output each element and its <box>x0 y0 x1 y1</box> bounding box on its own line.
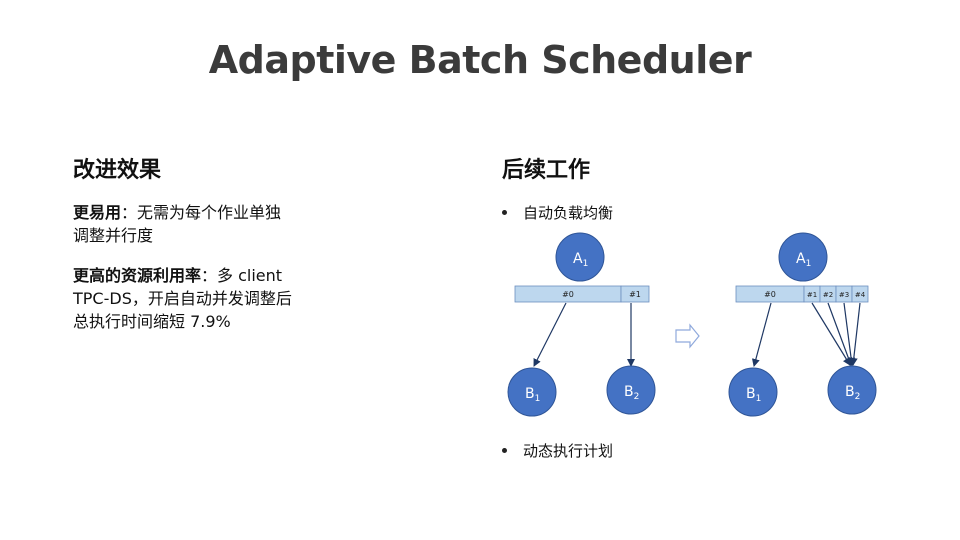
edge-seg3-to-b2-right <box>843 302 856 366</box>
bullet-dot-icon <box>502 210 507 215</box>
node-b2-left-label: B2 <box>624 384 639 402</box>
resource-text-1: ：多 client <box>201 266 283 285</box>
segment-4-right-label: #4 <box>855 291 866 299</box>
node-a1-left-label: A1 <box>573 251 588 269</box>
paragraph-resource-utilization: 更高的资源利用率：多 client TPC-DS，开启自动并发调整后 总执行时间… <box>73 264 292 333</box>
ease-text-1: ：无需为每个作业单独 <box>121 203 282 222</box>
segment-0-right-label: #0 <box>764 290 776 299</box>
bullet-dynamic-plan-text: 动态执行计划 <box>523 442 614 460</box>
segment-3-right-label: #3 <box>839 291 849 299</box>
node-b2-right-label: B2 <box>845 384 860 402</box>
partition-segment-4-right <box>851 285 869 303</box>
node-b1-left <box>507 367 557 417</box>
ease-text-2: 调整并行度 <box>73 226 154 245</box>
resource-bold: 更高的资源利用率 <box>73 266 202 285</box>
node-a1-right <box>778 232 828 282</box>
edge-seg4-to-b2-right <box>849 302 861 366</box>
segment-0-left-label: #0 <box>562 290 574 299</box>
partition-segment-1-left <box>620 285 650 303</box>
edge-seg0-to-b1-left <box>533 302 567 367</box>
left-heading: 改进效果 <box>73 158 162 183</box>
node-a1-left <box>555 232 605 282</box>
ease-bold: 更易用 <box>73 203 122 222</box>
transition-arrow-icon <box>675 323 700 349</box>
bullet-dot-icon <box>502 448 507 453</box>
segment-1-left-label: #1 <box>629 290 641 299</box>
edge-seg2-to-b2-right <box>827 302 853 366</box>
edge-seg0-to-b1-right <box>751 302 772 367</box>
node-b1-right-label: B1 <box>746 386 761 404</box>
node-b1-right <box>728 367 778 417</box>
segment-1-right-label: #1 <box>807 291 817 299</box>
paragraph-ease-of-use: 更易用：无需为每个作业单独 调整并行度 <box>73 201 281 247</box>
bullet-dynamic-plan: 动态执行计划 <box>498 440 613 461</box>
node-b2-right <box>827 365 877 415</box>
resource-text-2: TPC-DS，开启自动并发调整后 <box>73 289 292 308</box>
node-b2-left <box>606 365 656 415</box>
segment-2-right-label: #2 <box>823 291 833 299</box>
node-a1-right-label: A1 <box>796 251 811 269</box>
edge-seg1-to-b2-right <box>811 302 851 366</box>
diagram-after: A1 #0 #1 #2 #3 #4 B1 B2 <box>728 232 877 417</box>
diagram-before: A1 #0 #1 B1 B2 <box>507 232 656 417</box>
resource-text-3: 总执行时间缩短 7.9% <box>73 312 231 331</box>
slide-title: Adaptive Batch Scheduler <box>208 38 752 82</box>
bullet-load-balancing: 自动负载均衡 <box>498 202 613 223</box>
right-heading: 后续工作 <box>502 158 591 183</box>
node-b1-left-label: B1 <box>525 386 540 404</box>
bullet-load-balancing-text: 自动负载均衡 <box>523 204 614 222</box>
